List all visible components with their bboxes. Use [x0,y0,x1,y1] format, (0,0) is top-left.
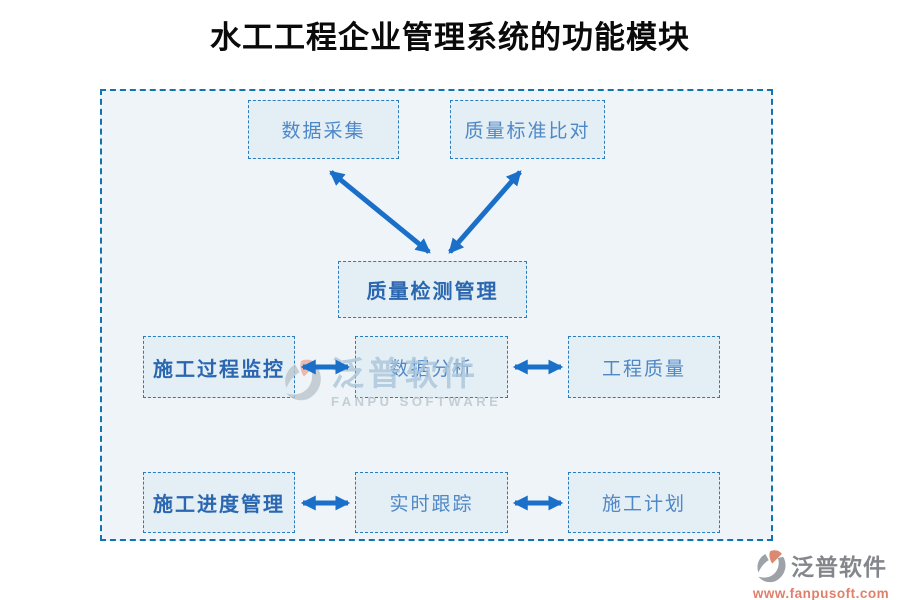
footer-brand-text: 泛普软件 [791,554,887,580]
node-label: 施工计划 [601,494,686,515]
node-construction-process-monitoring: 施工过程监控 [143,336,295,398]
node-label: 施工过程监控 [153,358,285,381]
footer-url-text: www.fanpusoft.com [752,586,890,600]
node-data-collection: 数据采集 [248,100,399,159]
node-label: 数据分析 [389,358,474,380]
fanpu-logo-icon [757,550,786,583]
node-label: 数据采集 [281,121,366,142]
node-data-analysis: 数据分析 [355,336,508,398]
node-quality-inspection-management: 质量检测管理 [338,261,527,318]
node-label: 质量检测管理 [366,281,499,303]
node-label: 实时跟踪 [389,494,474,515]
node-label: 工程质量 [601,358,686,380]
footer-logo: 泛普软件 www.fanpusoft.com [748,549,894,600]
node-construction-schedule-management: 施工进度管理 [143,472,295,533]
page-title: 水工工程企业管理系统的功能模块 [210,20,690,55]
node-real-time-tracking: 实时跟踪 [355,472,508,533]
node-engineering-quality: 工程质量 [568,336,720,398]
node-label: 施工进度管理 [153,494,285,516]
node-label: 质量标准比对 [464,121,591,142]
node-quality-standard-comparison: 质量标准比对 [450,100,605,159]
node-construction-plan: 施工计划 [568,472,720,533]
